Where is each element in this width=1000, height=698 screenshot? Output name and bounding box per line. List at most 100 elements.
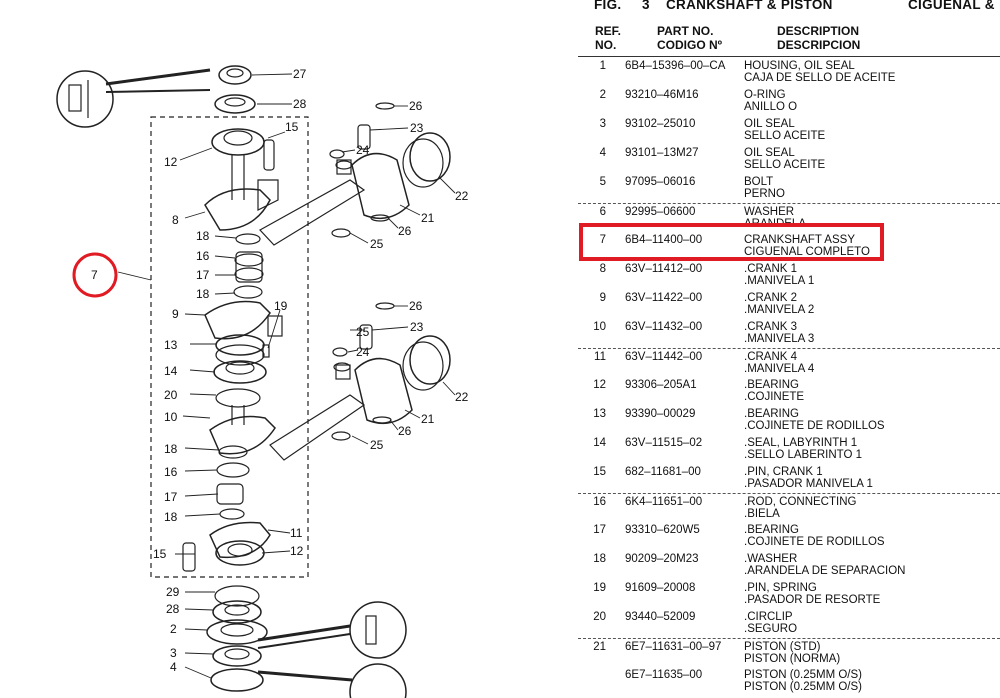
- figure-heading: FIG.: [594, 0, 621, 12]
- callout: 12: [290, 544, 304, 558]
- callout: 26: [398, 424, 412, 438]
- part-number: 6K4–11651–00: [625, 496, 703, 508]
- ref-number: 11: [594, 351, 606, 363]
- description-en: .ROD, CONNECTING: [744, 496, 857, 508]
- highlight-box-row-7: [579, 223, 884, 261]
- part-number: 92995–06600: [625, 206, 696, 218]
- description-en: PISTON (STD): [744, 641, 821, 653]
- part-number: 93210–46M16: [625, 89, 699, 101]
- callout: 23: [410, 320, 424, 334]
- ref-number: 21: [593, 641, 606, 653]
- description-en: .BEARING: [744, 379, 799, 391]
- ref-number: 17: [593, 524, 606, 536]
- callout: 24: [356, 345, 370, 359]
- description-es: .PASADOR MANIVELA 1: [744, 478, 873, 490]
- parts-row: 21 6E7–11631–00–97 PISTON (STD)PISTON (NOR…: [578, 638, 1000, 668]
- part-number: 682–11681–00: [625, 466, 701, 478]
- description-es: PISTON (NORMA): [744, 653, 841, 665]
- description-es: CIGUENAL COMPLETO: [744, 246, 870, 258]
- part-number: 63V–11515–02: [625, 437, 703, 449]
- description-es: CAJA DE SELLO DE ACEITE: [744, 72, 896, 84]
- ref-number: 10: [593, 321, 606, 333]
- callout: 12: [164, 155, 178, 169]
- description-es: .MANIVELA 2: [744, 304, 815, 316]
- upper-piston-assembly: [259, 102, 451, 246]
- callout: 23: [410, 121, 424, 135]
- column-ref-es: NO.: [595, 38, 617, 52]
- callout: 2: [170, 622, 177, 636]
- callout: 10: [164, 410, 178, 424]
- description-en: .BEARING: [744, 408, 799, 420]
- description-en: HOUSING, OIL SEAL: [744, 60, 855, 72]
- description-es: ANILLO O: [744, 101, 798, 113]
- callout: 9: [172, 307, 179, 321]
- column-desc-es: DESCRIPCION: [777, 38, 861, 52]
- callout: 25: [370, 237, 384, 251]
- description-es: .COJINETE DE RODILLOS: [744, 420, 885, 432]
- callout: 17: [164, 490, 178, 504]
- description-en: OIL SEAL: [744, 118, 795, 130]
- callout: 17: [196, 268, 210, 282]
- description-es: .COJINETE: [744, 391, 805, 403]
- figure-number: 3: [642, 0, 650, 12]
- description-es: SELLO ACEITE: [744, 130, 826, 142]
- column-desc-en: DESCRIPTION: [777, 24, 860, 38]
- description-en: WASHER: [744, 206, 795, 218]
- description-es: .BIELA: [744, 508, 780, 520]
- ref-number: 2: [599, 89, 606, 101]
- ref-number: 12: [593, 379, 606, 391]
- ref-number: 20: [593, 611, 606, 623]
- callout: 16: [196, 249, 210, 263]
- callout: 18: [196, 229, 210, 243]
- exploded-parts-diagram: 27 28 26 15 23 24 12 22 8 21 18 26 25 7 …: [56, 65, 469, 698]
- description-en: .CIRCLIP: [744, 611, 793, 623]
- callout: 18: [164, 442, 178, 456]
- callout: 22: [455, 189, 469, 203]
- callout: 21: [421, 412, 435, 426]
- callout: 26: [409, 99, 423, 113]
- part-number: 91609–20008: [625, 582, 696, 594]
- ref-number: 14: [593, 437, 606, 449]
- ref-number: 5: [599, 176, 606, 188]
- callout: 24: [356, 143, 370, 157]
- callout: 26: [398, 224, 412, 238]
- detail-bubble-bottom: [349, 663, 407, 698]
- assembly-dashed-box: [150, 116, 309, 578]
- description-en: PISTON (0.25MM O/S): [744, 669, 863, 681]
- callout: 13: [164, 338, 178, 352]
- column-part-es: CODIGO Nº: [657, 38, 723, 52]
- part-number: 63V–11422–00: [625, 292, 703, 304]
- callout: 18: [196, 287, 210, 301]
- callout: 7: [91, 268, 98, 282]
- figure-title-es: CIGUENAL &: [908, 0, 995, 12]
- part-number: 6E7–11631–00–97: [625, 641, 722, 653]
- description-en: CRANKSHAFT ASSY: [744, 234, 855, 246]
- description-es: PISTON (0.25MM O/S): [744, 681, 863, 693]
- description-es: .COJINETE DE RODILLOS: [744, 536, 885, 548]
- callout: 18: [164, 510, 178, 524]
- part-number: 93306–205A1: [625, 379, 697, 391]
- column-part-en: PART NO.: [657, 24, 714, 38]
- part-number: 90209–20M23: [625, 553, 699, 565]
- ref-number: 1: [599, 60, 606, 72]
- description-es: .MANIVELA 4: [744, 363, 815, 375]
- description-es: PERNO: [744, 188, 785, 200]
- ref-number: 15: [593, 466, 606, 478]
- description-en: OIL SEAL: [744, 147, 795, 159]
- column-part: PART NO. CODIGO Nº: [657, 24, 722, 52]
- callout: 21: [421, 211, 435, 225]
- callout: 19: [274, 299, 288, 313]
